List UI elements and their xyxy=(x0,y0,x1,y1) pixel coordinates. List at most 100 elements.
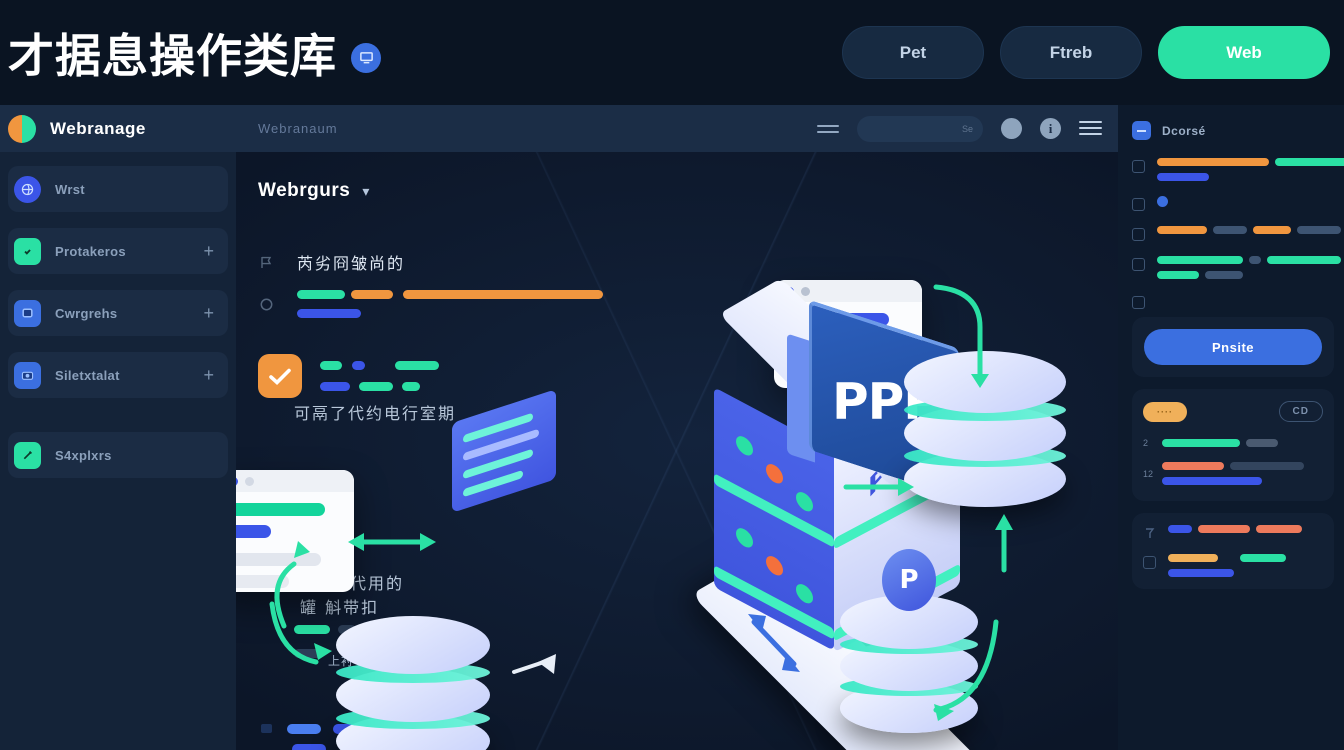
add-icon[interactable]: + xyxy=(203,365,214,385)
mini-bar-row xyxy=(292,744,326,750)
hamburger-menu-icon[interactable] xyxy=(1079,121,1102,136)
page-title: 才据息操作类库 xyxy=(8,28,337,83)
two-line-menu-icon[interactable] xyxy=(817,123,839,135)
sidebar-item-label: Cwrgrehs xyxy=(55,305,118,321)
pencil-icon xyxy=(14,441,41,469)
progress-row: 12 xyxy=(1143,462,1323,485)
sidebar-item-siletxtalat[interactable]: Siletxtalat + xyxy=(8,352,228,398)
file-icon xyxy=(1132,160,1145,173)
data-bar xyxy=(359,382,393,391)
list-square-icon xyxy=(1132,121,1151,140)
circle-icon xyxy=(258,296,275,313)
app-shell: Webranage Wrst Protakeros xyxy=(0,105,1344,750)
panel-title-group[interactable]: Webrgurs ▾ xyxy=(258,180,369,202)
right-panel-row xyxy=(1132,158,1344,181)
illustration-canvas: Webrgurs ▾ 芮劣冏皱尚的 xyxy=(236,152,1118,750)
mode-pill-web[interactable]: Web xyxy=(1158,26,1330,79)
detail-card: ···· CD 2 12 xyxy=(1132,389,1334,501)
data-bar xyxy=(1249,256,1261,264)
add-icon[interactable]: + xyxy=(203,303,214,323)
data-bar-spacer xyxy=(1224,554,1234,562)
card-icon xyxy=(1143,556,1156,569)
progress-index: 2 xyxy=(1143,438,1149,448)
mode-pill-pet[interactable]: Pet xyxy=(842,26,984,79)
data-bar xyxy=(1162,439,1240,447)
card-body xyxy=(236,492,354,592)
mode-pill-label: Web xyxy=(1226,42,1262,62)
database-bottom-right: P xyxy=(840,549,978,749)
data-bar xyxy=(1168,569,1234,577)
cd-tag[interactable]: CD xyxy=(1278,401,1323,422)
sidebar-item-protakeros[interactable]: Protakeros + xyxy=(8,228,228,274)
header-actions: Se i xyxy=(817,115,1118,142)
sidebar-item-s4xplxrs[interactable]: S4xplxrs xyxy=(8,432,228,478)
data-bar xyxy=(294,625,330,634)
data-bar xyxy=(1267,256,1341,264)
data-bar xyxy=(1168,554,1218,562)
data-bar xyxy=(1253,226,1291,234)
right-panel-row xyxy=(1132,196,1334,211)
content-row-1-text: 芮劣冏皱尚的 xyxy=(297,254,406,273)
data-bar xyxy=(1157,158,1269,166)
detail-card-header: ···· CD xyxy=(1143,401,1323,422)
right-panel-row xyxy=(1132,256,1341,279)
data-bar xyxy=(1162,462,1224,470)
data-bar xyxy=(402,382,420,391)
data-bar xyxy=(1297,226,1341,234)
add-icon[interactable]: + xyxy=(203,241,214,261)
data-bar xyxy=(1198,525,1250,533)
annotation-text: 可鬲了代约电行室期 xyxy=(294,404,457,423)
card-bar xyxy=(236,525,271,538)
top-bar: 才据息操作类库 Pet Ftreb Web xyxy=(0,0,1344,105)
data-bar xyxy=(1157,256,1243,264)
mode-pill-ftreb[interactable]: Ftreb xyxy=(1000,26,1142,79)
sidebar-item-label: S4xplxrs xyxy=(55,447,112,463)
file-icon xyxy=(1132,296,1145,309)
data-bar xyxy=(1157,271,1199,279)
pnsite-button-label: Pnsite xyxy=(1211,339,1254,355)
card-bar xyxy=(236,575,289,588)
checkbox-checked[interactable] xyxy=(258,354,302,398)
file-icon xyxy=(1132,228,1145,241)
right-panel: Dcorsé xyxy=(1118,105,1344,750)
data-bar xyxy=(1246,439,1278,447)
flag-icon xyxy=(258,254,275,271)
data-bar xyxy=(1275,158,1344,166)
data-bar xyxy=(297,309,361,318)
data-bar xyxy=(320,361,342,370)
progress-row: 2 xyxy=(1143,438,1323,448)
bottom-row xyxy=(1143,554,1323,577)
pnsite-button[interactable]: Pnsite xyxy=(1144,329,1322,365)
sidebar-item-wrst[interactable]: Wrst xyxy=(8,166,228,212)
chat-bubble-icon[interactable] xyxy=(1001,118,1022,139)
coin-label: P xyxy=(899,565,919,595)
mode-switch-group[interactable]: Pet Ftreb Web xyxy=(842,26,1330,79)
search-input[interactable]: Se xyxy=(857,115,983,142)
info-circle-icon[interactable]: i xyxy=(1040,118,1061,139)
database-right xyxy=(904,347,1066,517)
annotation-text: 罐 斛带扣 xyxy=(300,598,380,617)
sidebar-item-label: Protakeros xyxy=(55,243,126,259)
data-bar xyxy=(403,290,603,299)
split-circle-logo xyxy=(8,114,36,143)
chevron-down-icon[interactable]: ▾ xyxy=(362,182,370,199)
mode-pill-label: Pet xyxy=(899,42,927,62)
card-bar xyxy=(236,553,321,566)
main-header: Webranaum Se i xyxy=(236,105,1118,152)
brand-name: Webranage xyxy=(50,118,146,138)
file-icon xyxy=(1132,198,1145,211)
data-bar xyxy=(1157,173,1209,181)
brand-header[interactable]: Webranage xyxy=(0,105,236,152)
bottom-card xyxy=(1132,513,1334,589)
data-bar xyxy=(1213,226,1247,234)
data-bar xyxy=(351,290,393,299)
sidebar: Webranage Wrst Protakeros xyxy=(0,105,236,750)
breadcrumb: Webranaum xyxy=(258,121,338,136)
sidebar-item-cwrgrehs[interactable]: Cwrgrehs + xyxy=(8,290,228,336)
data-bar xyxy=(1256,525,1302,533)
right-panel-header: Dcorsé xyxy=(1132,121,1334,140)
chat-square-icon xyxy=(14,299,41,327)
shield-check-icon xyxy=(14,237,41,265)
action-button-wrap: Pnsite xyxy=(1132,317,1334,377)
data-bar xyxy=(1230,462,1304,470)
